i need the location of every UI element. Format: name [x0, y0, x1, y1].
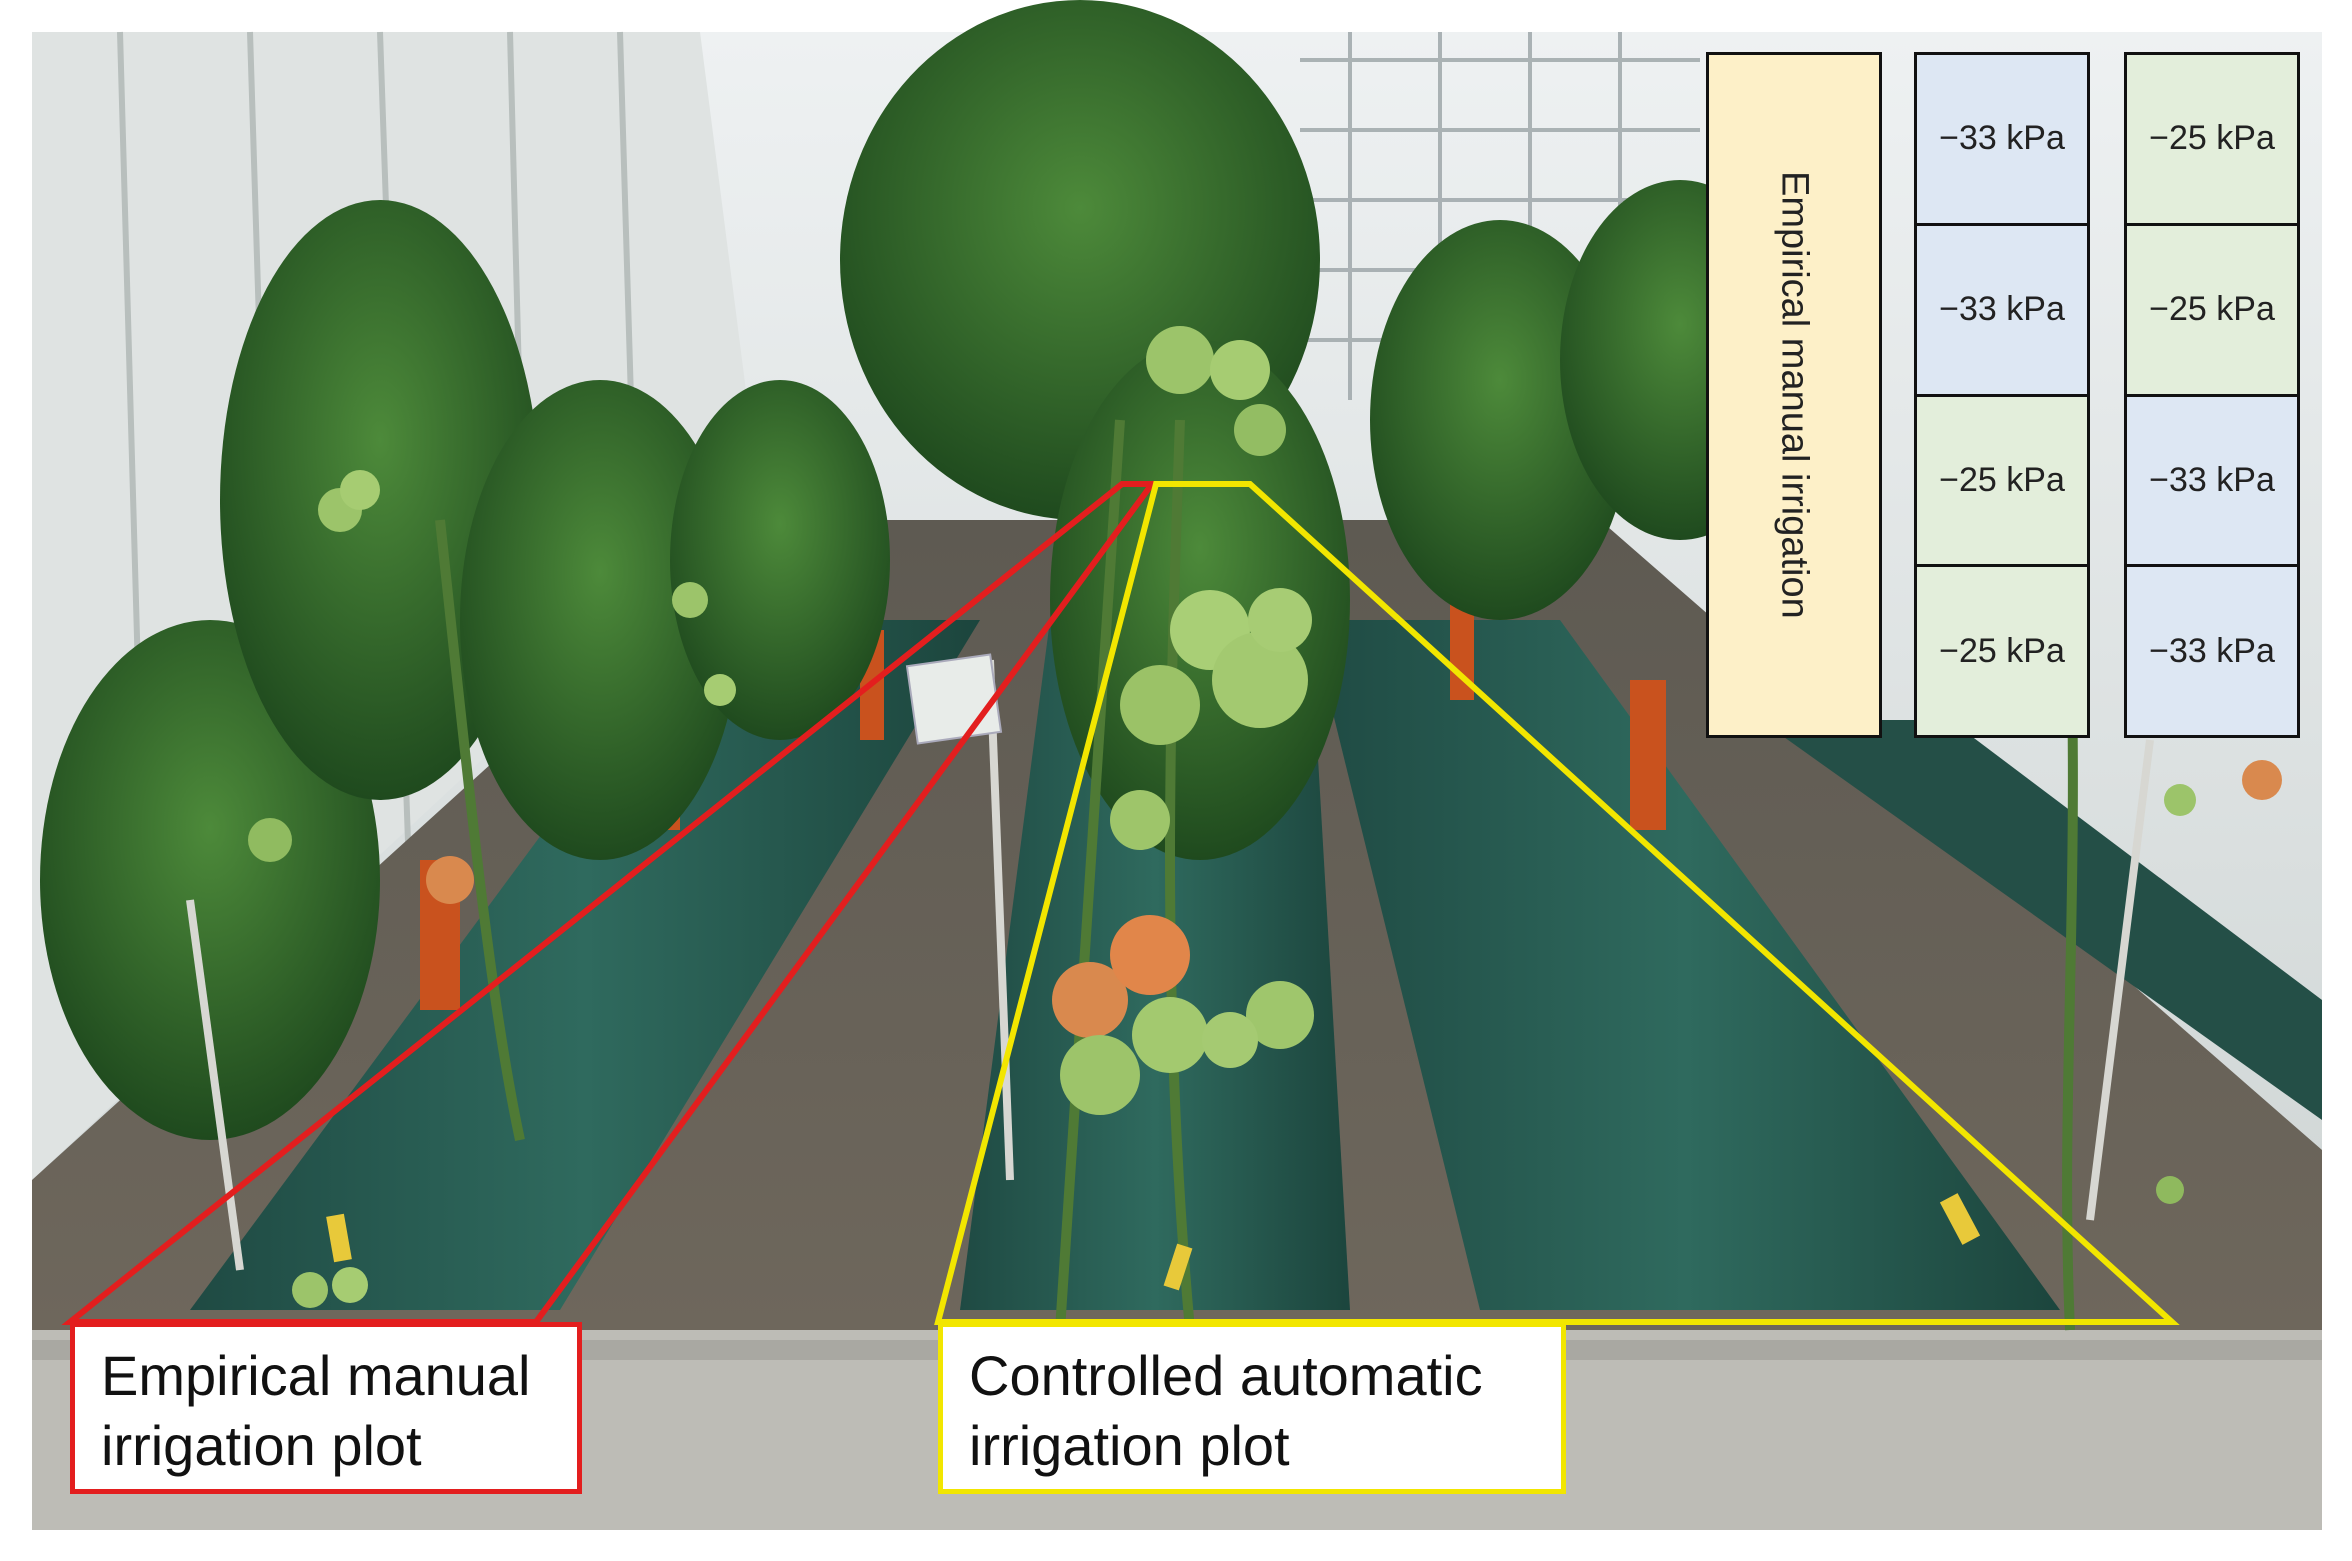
auto-plot-label-line-1: Controlled automatic [969, 1344, 1483, 1407]
legend-title: Empirical manual irrigation [1773, 171, 1816, 619]
kpa-cell: −25 kPa [1917, 396, 2087, 568]
legend-column-right: −25 kPa −25 kPa −33 kPa −33 kPa [2124, 52, 2300, 738]
kpa-cell: −25 kPa [2127, 225, 2297, 397]
auto-plot-outline [934, 481, 2180, 1325]
manual-plot-label-line-2: irrigation plot [101, 1414, 422, 1477]
kpa-cell: −33 kPa [1917, 225, 2087, 397]
manual-plot-label-line-1: Empirical manual [101, 1344, 531, 1407]
kpa-cell: −33 kPa [2127, 396, 2297, 568]
legend-title-box: Empirical manual irrigation [1706, 52, 1882, 738]
kpa-cell: −33 kPa [2127, 567, 2297, 735]
kpa-cell: −25 kPa [1917, 567, 2087, 735]
legend-column-left: −33 kPa −33 kPa −25 kPa −25 kPa [1914, 52, 2090, 738]
auto-plot-label: Controlled automatic irrigation plot [938, 1322, 1566, 1494]
kpa-cell: −33 kPa [1917, 55, 2087, 226]
kpa-cell: −25 kPa [2127, 55, 2297, 226]
auto-plot-label-line-2: irrigation plot [969, 1414, 1290, 1477]
manual-plot-label: Empirical manual irrigation plot [70, 1322, 582, 1494]
